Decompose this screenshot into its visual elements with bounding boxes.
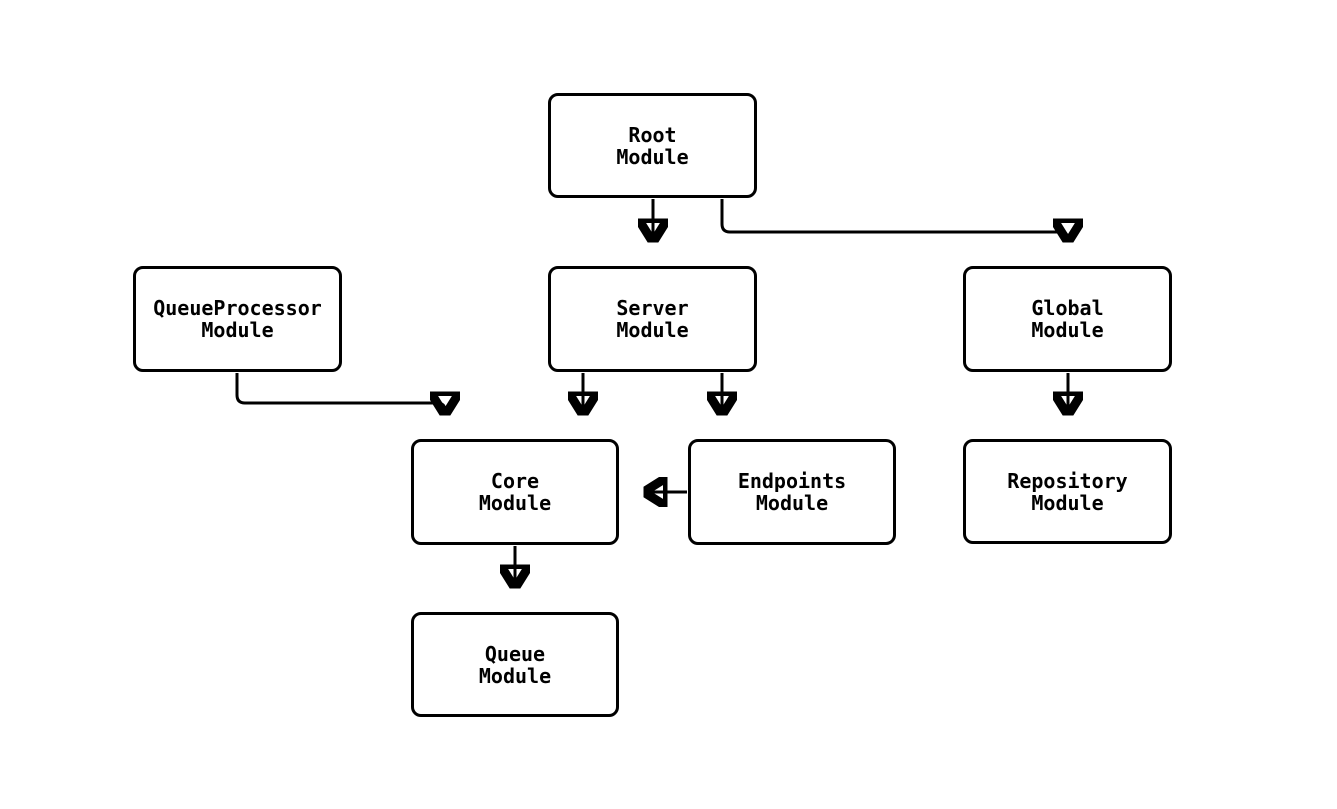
node-root-module-label: Root Module (616, 122, 689, 169)
node-queue-module: Queue Module (411, 612, 619, 717)
node-repository-module: Repository Module (963, 439, 1172, 544)
node-endpoints-module-label: Endpoints Module (737, 469, 847, 515)
node-queueprocessor-module: QueueProcessor Module (133, 266, 342, 372)
node-core-module: Core Module (411, 439, 619, 545)
node-server-module: Server Module (548, 266, 757, 372)
node-queue-module-label: Queue Module (478, 641, 552, 688)
node-root-module: Root Module (548, 93, 757, 198)
edge-root-to-global (720, 199, 1068, 241)
node-global-module: Global Module (963, 266, 1172, 372)
node-endpoints-module: Endpoints Module (688, 439, 896, 545)
node-repository-module-label: Repository Module (1007, 468, 1128, 515)
edge-queueprocessor-to-core (235, 373, 445, 414)
node-core-module-label: Core Module (478, 469, 552, 515)
node-queueprocessor-module-label: QueueProcessor Module (153, 296, 322, 342)
node-global-module-label: Global Module (1031, 296, 1104, 342)
node-server-module-label: Server Module (616, 296, 689, 342)
